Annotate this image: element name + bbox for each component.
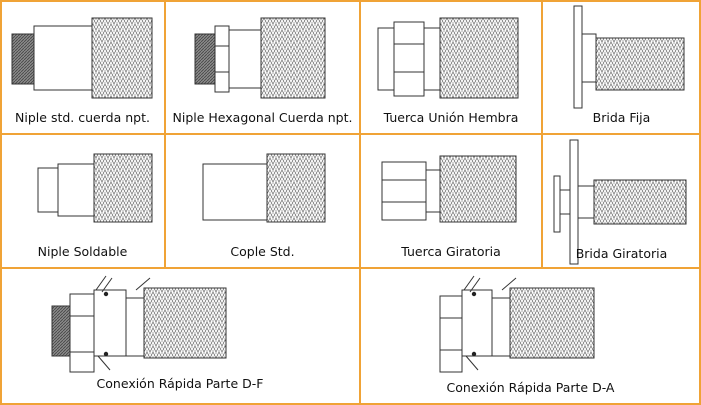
label-conexion-rapida-df: Conexión Rápida Parte D-F — [96, 376, 264, 391]
conexion-rapida-df-drawing — [51, 275, 227, 373]
label-tuerca-union-hembra: Tuerca Unión Hembra — [383, 110, 519, 125]
grid-line-row2 — [0, 267, 701, 269]
fitting-niple-hexagonal: Niple Hexagonal Cuerda npt. — [165, 0, 360, 134]
grid-line-bottom — [0, 403, 701, 405]
fitting-niple-std: Niple std. cuerda npt. — [0, 0, 165, 134]
label-niple-hexagonal: Niple Hexagonal Cuerda npt. — [172, 110, 353, 125]
cople-std-drawing — [202, 153, 326, 223]
fitting-tuerca-giratoria: Tuerca Giratoria — [360, 134, 542, 268]
fitting-conexion-rapida-da: Conexión Rápida Parte D-A — [360, 268, 701, 405]
label-niple-soldable: Niple Soldable — [37, 244, 128, 259]
brida-giratoria-drawing — [553, 139, 687, 265]
label-tuerca-giratoria: Tuerca Giratoria — [401, 244, 501, 259]
grid-line-row1 — [0, 133, 701, 135]
niple-std-drawing — [11, 17, 153, 99]
label-conexion-rapida-da: Conexión Rápida Parte D-A — [446, 380, 615, 395]
grid-line-col3 — [541, 0, 543, 268]
grid-line-right — [699, 0, 701, 405]
grid-line-col1 — [164, 0, 166, 268]
label-cople-std: Cople Std. — [230, 244, 295, 259]
label-niple-std: Niple std. cuerda npt. — [15, 110, 150, 125]
fitting-brida-fija: Brida Fija — [542, 0, 701, 134]
fitting-niple-soldable: Niple Soldable — [0, 134, 165, 268]
brida-fija-drawing — [573, 5, 685, 109]
niple-hexagonal-drawing — [194, 17, 326, 99]
label-brida-giratoria: Brida Giratoria — [575, 246, 668, 261]
grid-line-col2 — [359, 0, 361, 405]
fitting-conexion-rapida-df: Conexión Rápida Parte D-F — [0, 268, 360, 405]
label-brida-fija: Brida Fija — [592, 110, 651, 125]
fitting-tuerca-union-hembra: Tuerca Unión Hembra — [360, 0, 542, 134]
tuerca-union-hembra-drawing — [377, 17, 519, 99]
fitting-cople-std: Cople Std. — [165, 134, 360, 268]
grid-line-left — [0, 0, 2, 405]
grid-line-top — [0, 0, 701, 2]
niple-soldable-drawing — [37, 153, 153, 223]
tuerca-giratoria-drawing — [381, 155, 517, 223]
fitting-brida-giratoria: Brida Giratoria — [542, 134, 701, 268]
conexion-rapida-da-drawing — [439, 275, 595, 373]
